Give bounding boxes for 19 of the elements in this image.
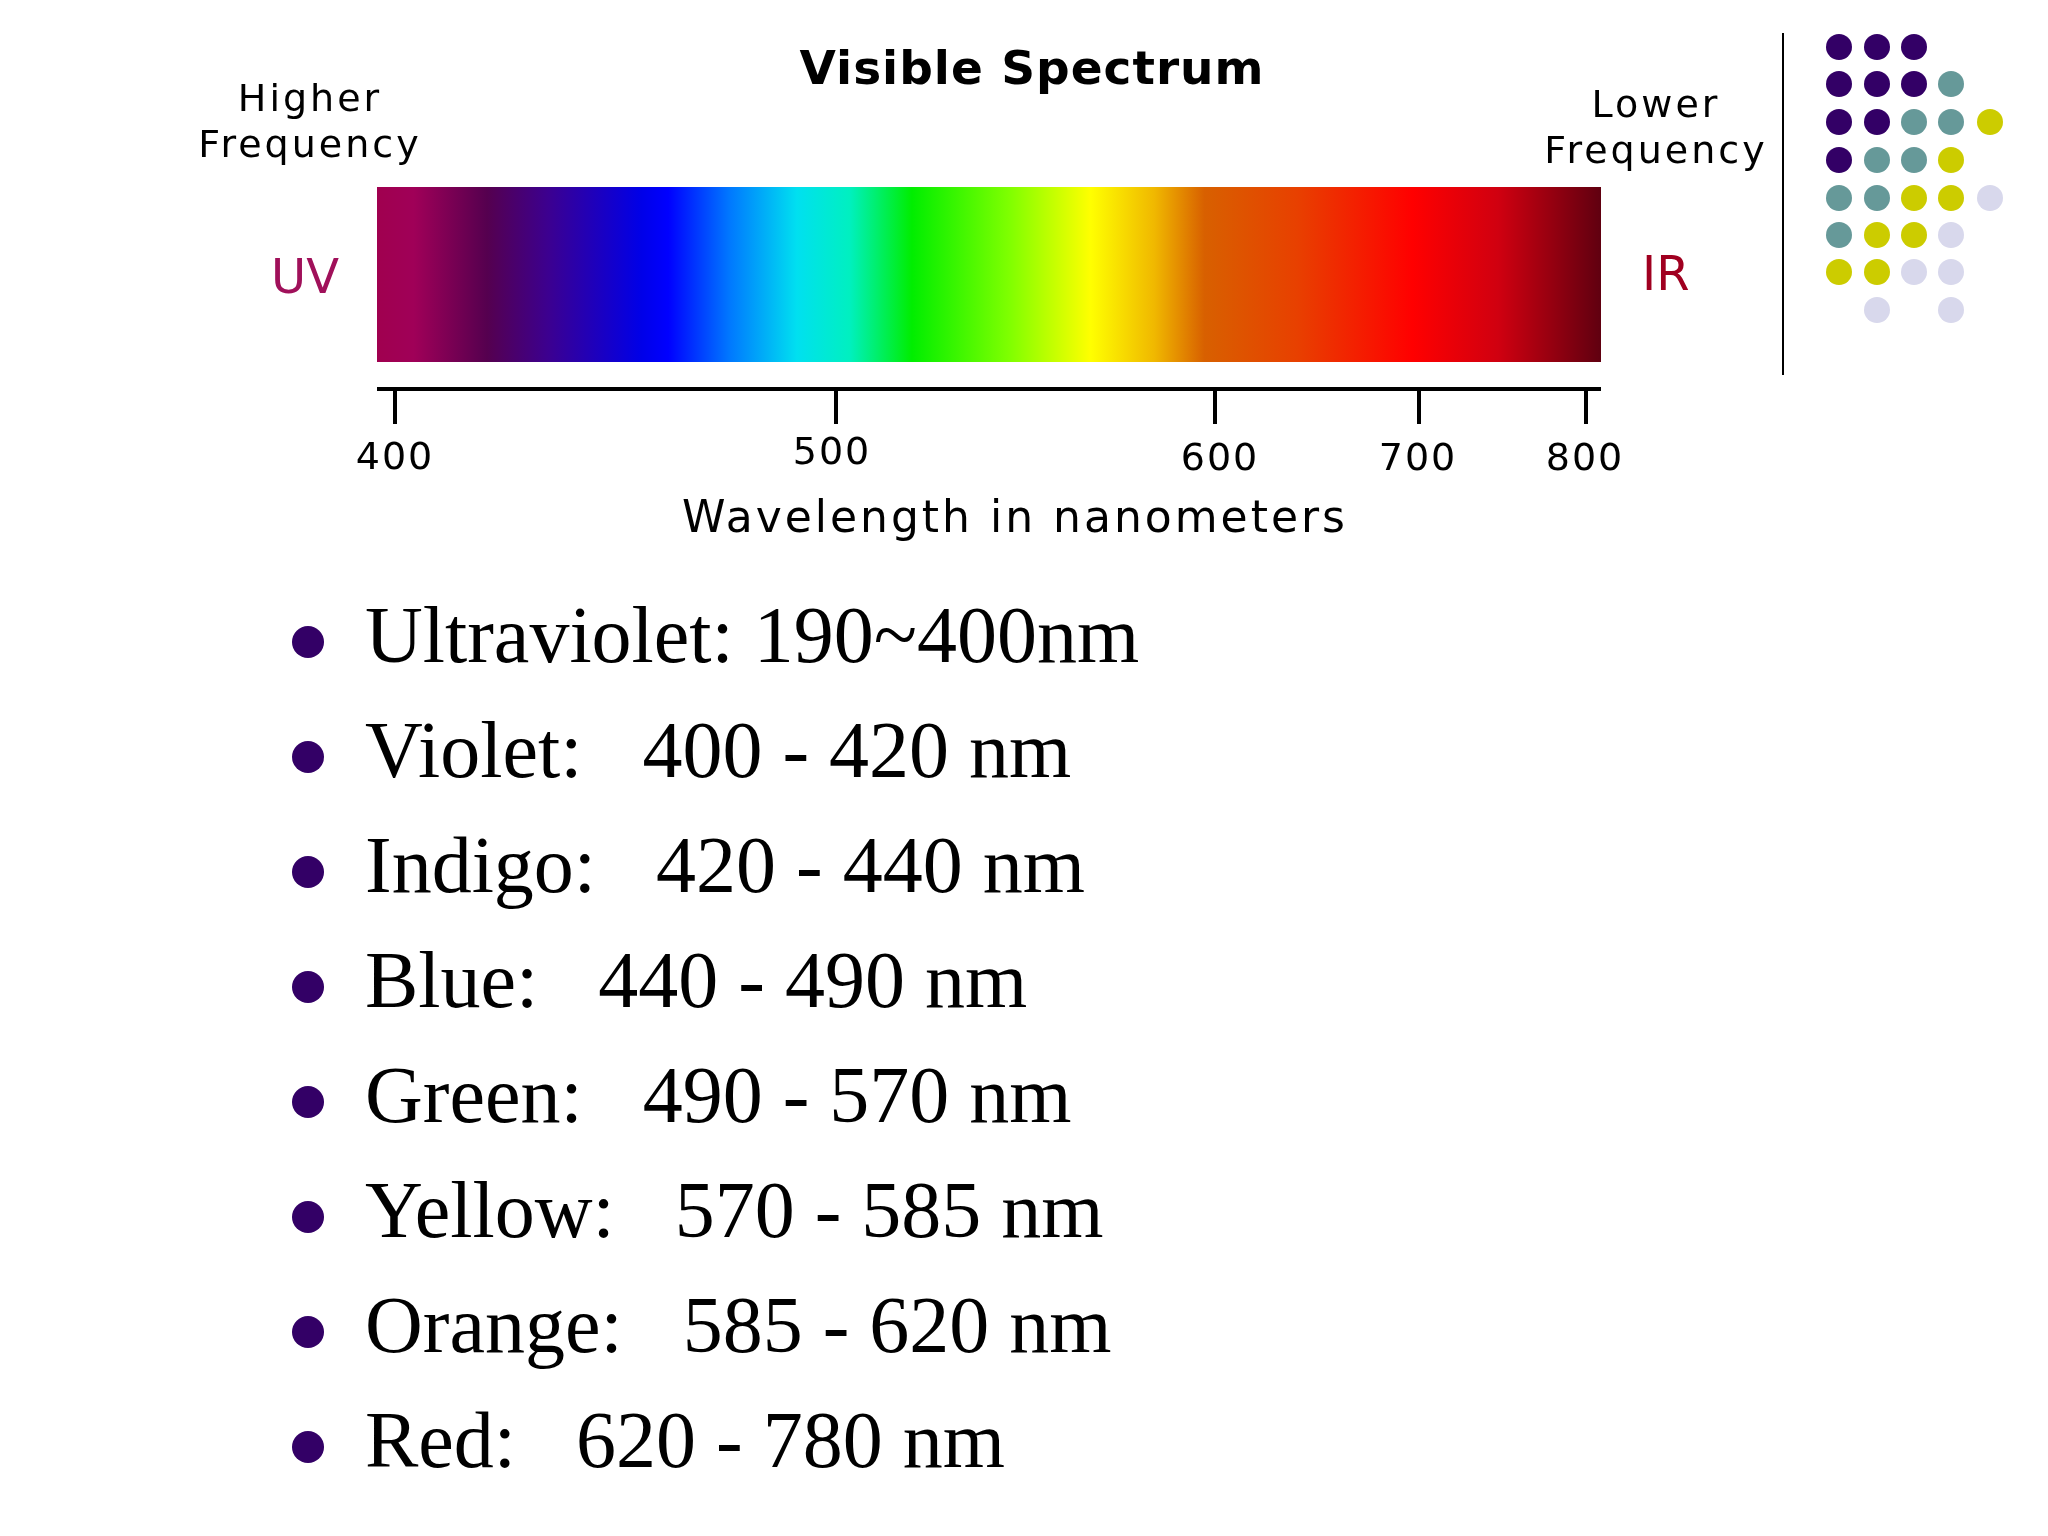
frequency-label: Lower Frequency: [1544, 81, 1768, 173]
tick-label: 700: [1378, 436, 1458, 480]
list-item: Yellow: 570 - 585 nm: [365, 1165, 1104, 1256]
tick-label: 400: [355, 435, 435, 479]
tick-label: 800: [1545, 436, 1625, 480]
list-item: Red: 620 - 780 nm: [365, 1395, 1005, 1486]
list-item: Orange: 585 - 620 nm: [365, 1280, 1112, 1371]
region-label: IR: [1642, 246, 1690, 302]
tick-label: 500: [792, 430, 872, 474]
axis-title: Wavelength in nanometers: [682, 492, 1348, 543]
tick-label: 600: [1180, 436, 1260, 480]
list-item: Indigo: 420 - 440 nm: [365, 820, 1085, 911]
title: Visible Spectrum: [799, 41, 1265, 96]
list-item: Violet: 400 - 420 nm: [365, 705, 1072, 796]
frequency-label: Higher Frequency: [198, 75, 422, 167]
list-item: Ultraviolet: 190~400nm: [365, 590, 1140, 681]
region-label: UV: [271, 249, 339, 305]
list-item: Green: 490 - 570 nm: [365, 1050, 1072, 1141]
list-item: Blue: 440 - 490 nm: [365, 935, 1028, 1026]
